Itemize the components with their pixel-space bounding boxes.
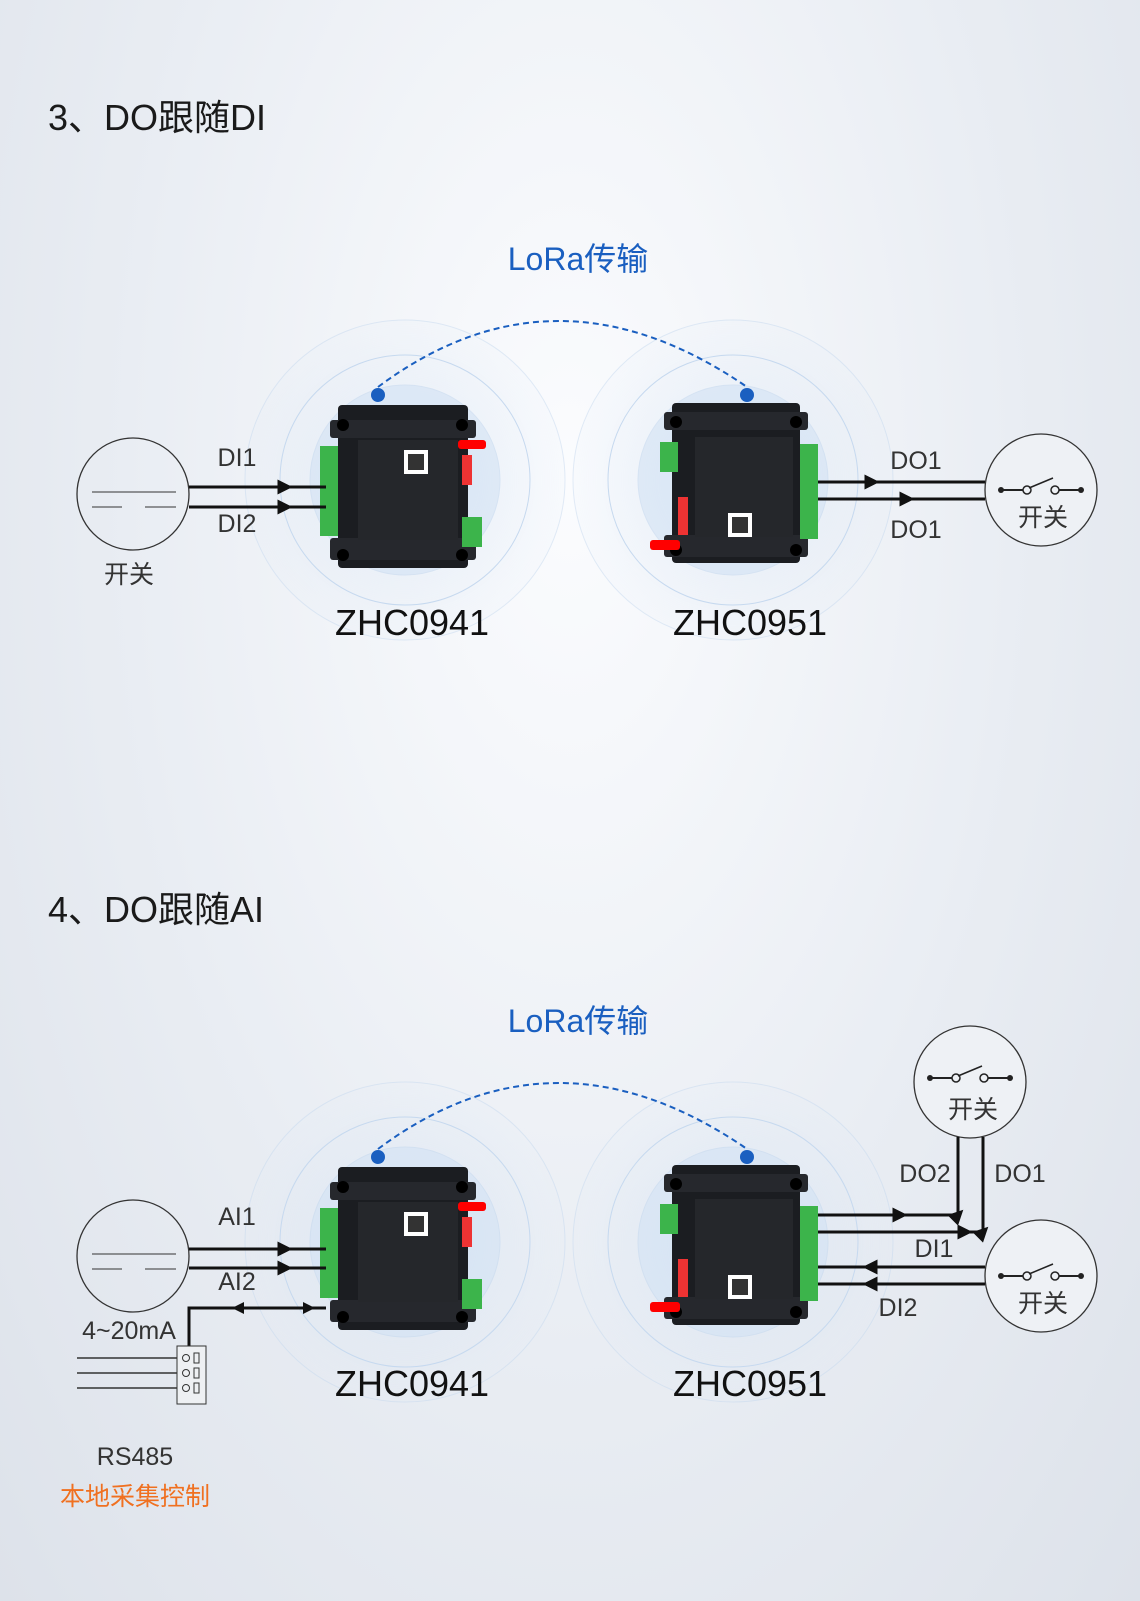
do2-arrow (818, 1137, 964, 1226)
wire-label: DI2 (218, 510, 257, 538)
lora-link-arc (377, 320, 748, 388)
switch-label: 开关 (104, 561, 154, 589)
sensor-icon (76, 1199, 190, 1313)
wire-label: DO1 (890, 447, 941, 475)
antenna-dot (371, 1150, 385, 1164)
output-switch-icon (984, 433, 1098, 547)
rs485-label: RS485 (97, 1443, 173, 1471)
antenna-dot (740, 1150, 754, 1164)
rs485-connector-icon (77, 1345, 207, 1405)
device-zhc0941 (320, 1167, 486, 1330)
switch-label: 开关 (1018, 504, 1068, 532)
switch-label: 开关 (948, 1096, 998, 1124)
device-label: ZHC0951 (673, 1363, 827, 1404)
section-diagram: LoRa传输 ZHC0941 ZHC0951 AI1 AI2 4~20mA RS… (60, 1003, 1098, 1511)
device-label: ZHC0951 (673, 602, 827, 643)
device-zhc0951 (650, 1165, 818, 1325)
lora-label: LoRa传输 (508, 1003, 649, 1039)
wire-label: AI1 (218, 1203, 256, 1231)
input-switch-icon (76, 437, 190, 551)
antenna-dot (371, 388, 385, 402)
section-title: 4、DO跟随AI (48, 889, 264, 930)
lora-label: LoRa传输 (508, 241, 649, 277)
current-label: 4~20mA (82, 1317, 176, 1345)
wire-label: DO1 (890, 516, 941, 544)
wire-label: DI2 (879, 1294, 918, 1322)
device-zhc0941 (320, 405, 486, 568)
do1-arrow (818, 1137, 989, 1243)
device-zhc0951 (650, 403, 818, 563)
lora-link-arc (377, 1082, 748, 1150)
device-label: ZHC0941 (335, 602, 489, 643)
switch-label: 开关 (1018, 1290, 1068, 1318)
wire-label: DO1 (994, 1160, 1045, 1188)
section-diagram: LoRa传输 ZHC0941 ZHC0951 开关 DI1 DI2 DO1 DO… (76, 241, 1098, 643)
device-label: ZHC0941 (335, 1363, 489, 1404)
wire-label: DO2 (899, 1160, 950, 1188)
right-switch-icon (984, 1219, 1098, 1333)
wire-label: DI1 (915, 1235, 954, 1263)
top-switch-icon (913, 1025, 1027, 1139)
section-title: 3、DO跟随DI (48, 97, 266, 138)
wire-label: AI2 (218, 1268, 256, 1296)
local-control-label: 本地采集控制 (60, 1483, 210, 1511)
antenna-dot (740, 388, 754, 402)
wire-label: DI1 (218, 444, 257, 472)
